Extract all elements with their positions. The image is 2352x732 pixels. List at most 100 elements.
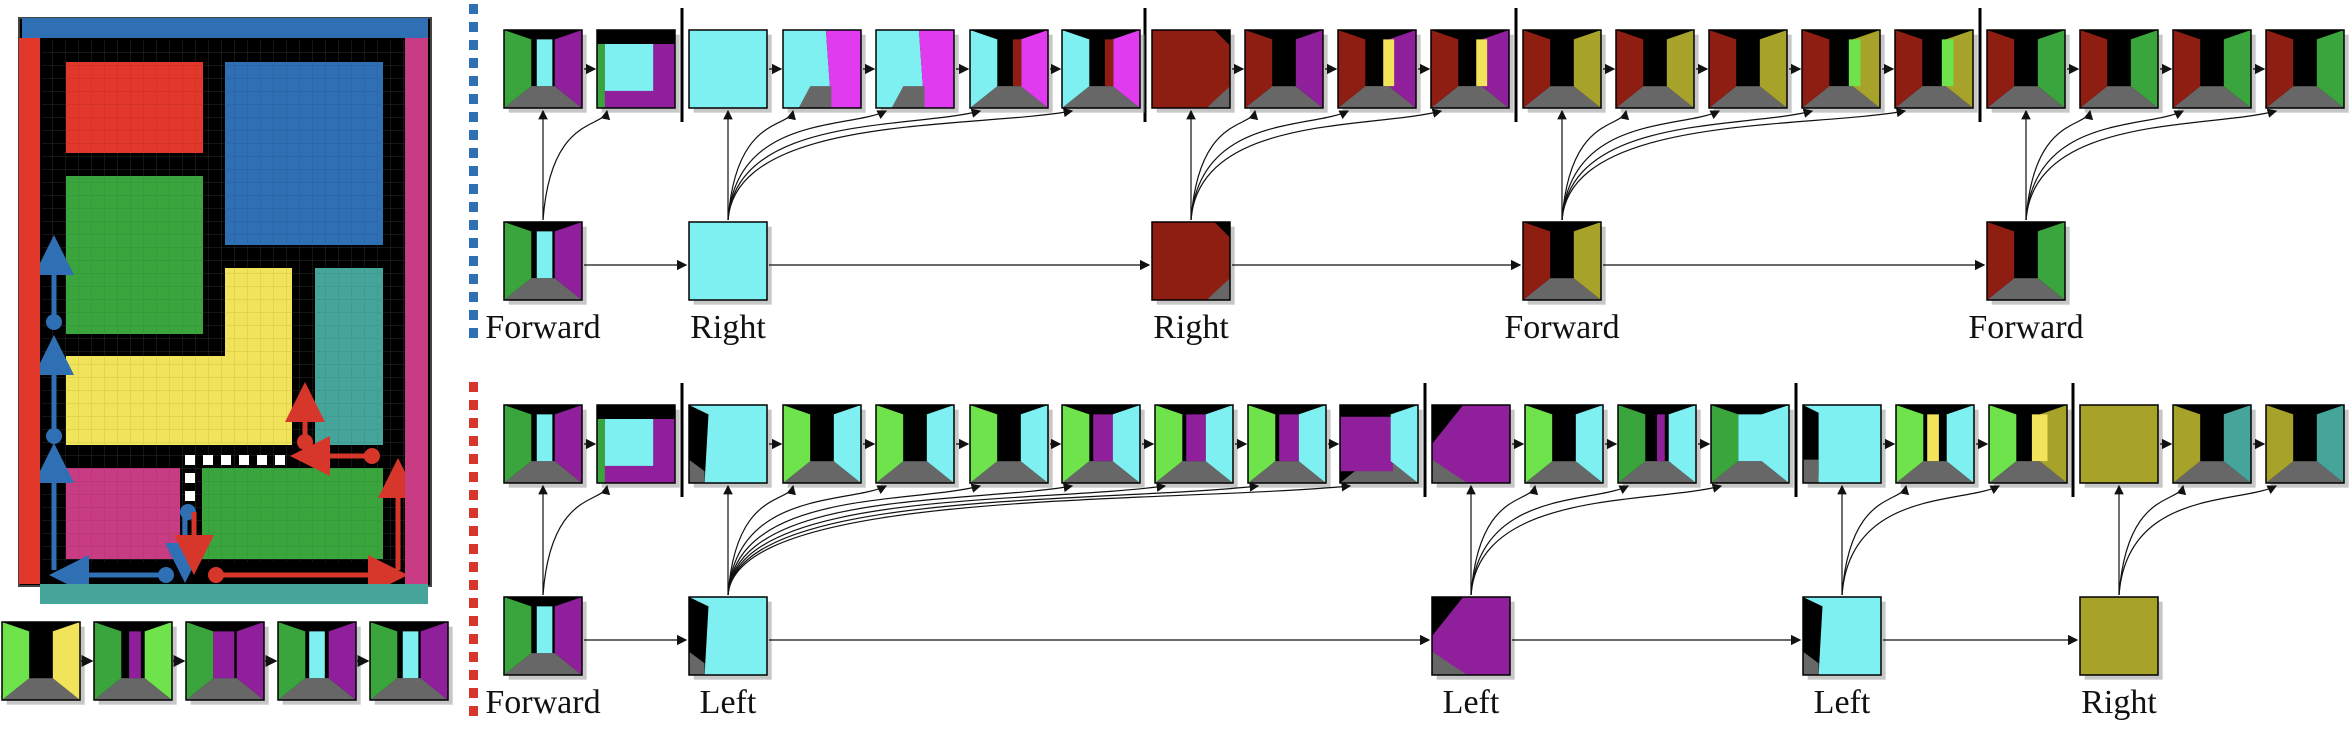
- candidate-view: [1522, 29, 1606, 113]
- fanout-arrow: [2025, 108, 2278, 221]
- candidate-view: [2172, 404, 2256, 488]
- trajectory-markers: [469, 4, 478, 716]
- candidate-view: [1894, 29, 1978, 113]
- strip-view-4: [277, 621, 361, 705]
- action-view-2: [688, 221, 772, 305]
- fanout-arrow: [727, 484, 796, 596]
- map-border-right: [405, 38, 428, 584]
- candidate-view: [2079, 29, 2163, 113]
- room-red-grid: [66, 62, 203, 153]
- room-teal-grid: [315, 268, 383, 445]
- fanout-arrow: [727, 485, 888, 596]
- fanout-arrow: [1470, 484, 1539, 596]
- candidate-view: [1710, 404, 1794, 488]
- candidate-view: [2265, 404, 2349, 488]
- bottom-marker-dash: [469, 598, 478, 608]
- candidate-view: [1524, 404, 1608, 488]
- candidate-view: [503, 404, 587, 488]
- candidate-view: [1431, 404, 1515, 488]
- action-label-5: Right: [2081, 684, 2157, 721]
- fanout-arrow: [727, 108, 982, 221]
- action-view-5: [1986, 221, 2070, 305]
- fanout-arrow: [1190, 108, 1443, 221]
- candidate-view: [688, 404, 772, 488]
- candidate-view: [503, 29, 587, 113]
- red-waypoints: [208, 434, 380, 583]
- room-magenta-grid: [66, 468, 180, 559]
- fanout-arrow: [1561, 109, 1630, 221]
- fanout-arrow: [1841, 485, 2001, 596]
- top-marker-dash: [469, 40, 478, 50]
- candidate-view: [1244, 29, 1328, 113]
- bottom-marker-dash: [469, 634, 478, 644]
- bottom-marker-dash: [469, 508, 478, 518]
- action-label-3: Left: [1443, 684, 1500, 721]
- fanout-arrow: [2118, 484, 2187, 596]
- top-marker-dash: [469, 22, 478, 32]
- map-border-bottom: [40, 584, 428, 604]
- bottom-marker-dash: [469, 382, 478, 392]
- bottom-marker-dash: [469, 400, 478, 410]
- fanout-arrow: [1561, 107, 1907, 221]
- action-view-4: [1802, 596, 1886, 680]
- top-marker-dash: [469, 94, 478, 104]
- bottom-marker-dash: [469, 652, 478, 662]
- candidate-view: [1430, 29, 1514, 113]
- candidate-view: [782, 29, 866, 113]
- strip-view-3: [185, 621, 269, 705]
- top-marker-dash: [469, 130, 478, 140]
- bottom-marker-dash: [469, 562, 478, 572]
- fanout-arrow: [727, 110, 888, 221]
- action-label-5: Forward: [1968, 309, 2083, 346]
- candidate-view: [1986, 29, 2070, 113]
- fanout-arrow: [727, 481, 1352, 596]
- fanout-arrow: [727, 107, 1074, 221]
- room-green-grid: [66, 176, 203, 334]
- top-marker-dash: [469, 256, 478, 266]
- bottom-marker-dash: [469, 670, 478, 680]
- action-label-4: Forward: [1504, 309, 1619, 346]
- action-label-3: Right: [1153, 309, 1229, 346]
- top-marker-dash: [469, 202, 478, 212]
- candidate-view: [2265, 29, 2349, 113]
- action-label-1: Forward: [485, 684, 600, 721]
- candidate-view: [1988, 404, 2072, 488]
- action-view-2: [688, 596, 772, 680]
- top-marker-dash: [469, 148, 478, 158]
- top-marker-dash: [469, 292, 478, 302]
- bottom-left-strip: [1, 621, 453, 705]
- action-label-1: Forward: [485, 309, 600, 346]
- fanout-arrow: [542, 484, 611, 596]
- candidate-view: [782, 404, 866, 488]
- candidate-view: [2172, 29, 2256, 113]
- strip-view-1: [1, 621, 85, 705]
- action-view-3: [1151, 221, 1235, 305]
- candidate-view: [1151, 29, 1235, 113]
- top-marker-dash: [469, 310, 478, 320]
- candidate-view: [1615, 29, 1699, 113]
- action-label-2: Left: [700, 684, 757, 721]
- bottom-marker-dash: [469, 580, 478, 590]
- top-marker-dash: [469, 58, 478, 68]
- bottom-marker-dash: [469, 544, 478, 554]
- bottom-marker-dash: [469, 706, 478, 716]
- bottom-marker-dash: [469, 472, 478, 482]
- candidate-view: [1061, 404, 1145, 488]
- candidate-view: [1337, 29, 1421, 113]
- candidate-view: [875, 404, 959, 488]
- bottom-marker-dash: [469, 616, 478, 626]
- top-marker-dash: [469, 184, 478, 194]
- top-marker-dash: [469, 220, 478, 230]
- action-view-3: [1431, 596, 1515, 680]
- room-yellow-grid: [66, 268, 292, 445]
- action-view-1: [503, 596, 587, 680]
- fanout-arrow: [542, 109, 611, 221]
- top-marker-dash: [469, 112, 478, 122]
- fanout-arrow: [727, 482, 1260, 596]
- maze-map: [18, 17, 432, 595]
- top-marker-dash: [469, 76, 478, 86]
- map-border-top: [22, 18, 428, 38]
